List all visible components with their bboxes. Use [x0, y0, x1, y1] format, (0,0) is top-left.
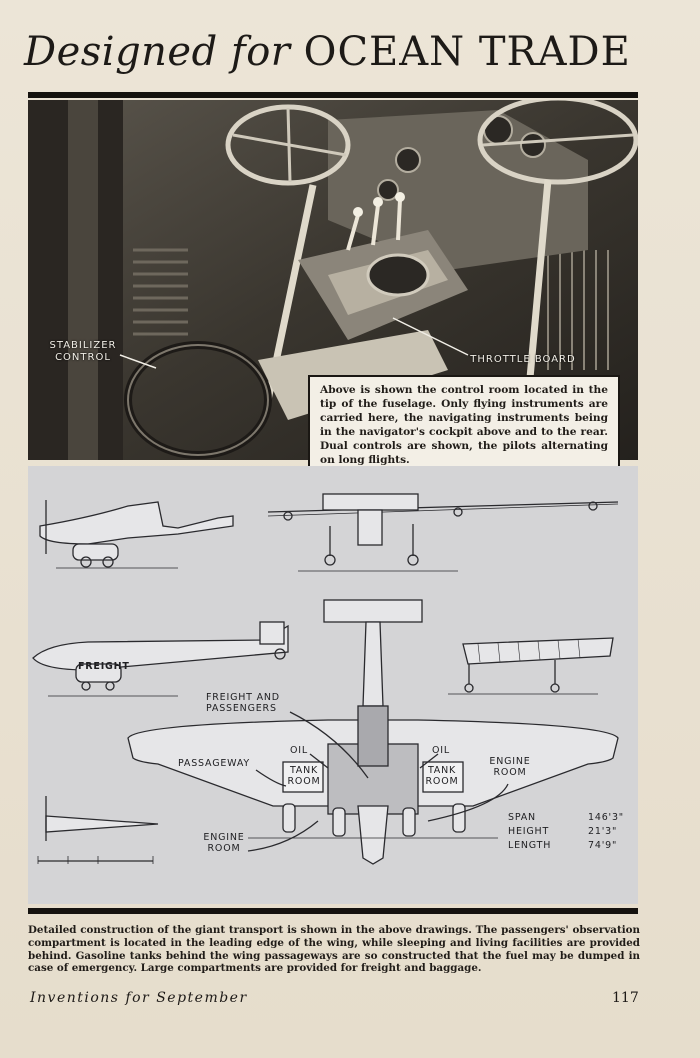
- page-title: Designed for OCEAN TRADE: [24, 24, 674, 80]
- title-part-2: OCEAN TRADE: [303, 29, 631, 75]
- span-label: SPAN: [508, 812, 536, 823]
- span-value: 146'3": [588, 812, 624, 823]
- oil-right-label: OIL: [432, 745, 450, 756]
- magazine-footer: Inventions for September: [30, 990, 248, 1006]
- bottom-rule: [28, 908, 638, 914]
- height-value: 21'3": [588, 826, 618, 837]
- length-value: 74'9": [588, 840, 618, 851]
- photo-caption: Above is shown the control room located …: [308, 375, 620, 475]
- freight-side-label: FREIGHT: [78, 661, 130, 672]
- throttle-board-label: THROTTLE BOARD: [470, 354, 576, 365]
- aircraft-drawing: FREIGHT FREIGHT AND PASSENGERS PASSAGEWA…: [28, 466, 638, 904]
- control-room-photo: STABILIZER CONTROL THROTTLE BOARD: [28, 100, 638, 460]
- passageway-label: PASSAGEWAY: [178, 758, 250, 769]
- length-label: LENGTH: [508, 840, 552, 851]
- oil-left-label: OIL: [290, 745, 308, 756]
- stabilizer-control-label: STABILIZER CONTROL: [49, 340, 117, 363]
- engine-room-left-label: ENGINE ROOM: [203, 832, 245, 854]
- tank-room-right-label: TANK ROOM: [425, 765, 459, 787]
- top-rule: [28, 92, 638, 98]
- aircraft-line-drawing: [32, 493, 619, 865]
- freight-and-passengers-label: FREIGHT AND PASSENGERS: [206, 692, 280, 714]
- control-room-illustration: [28, 100, 638, 460]
- height-label: HEIGHT: [508, 826, 550, 837]
- engine-room-right-label: ENGINE ROOM: [489, 756, 531, 778]
- page-number: 117: [612, 990, 639, 1006]
- drawing-caption: Detailed construction of the giant trans…: [28, 924, 640, 975]
- title-part-1: Designed for: [24, 29, 291, 75]
- tank-room-left-label: TANK ROOM: [287, 765, 321, 787]
